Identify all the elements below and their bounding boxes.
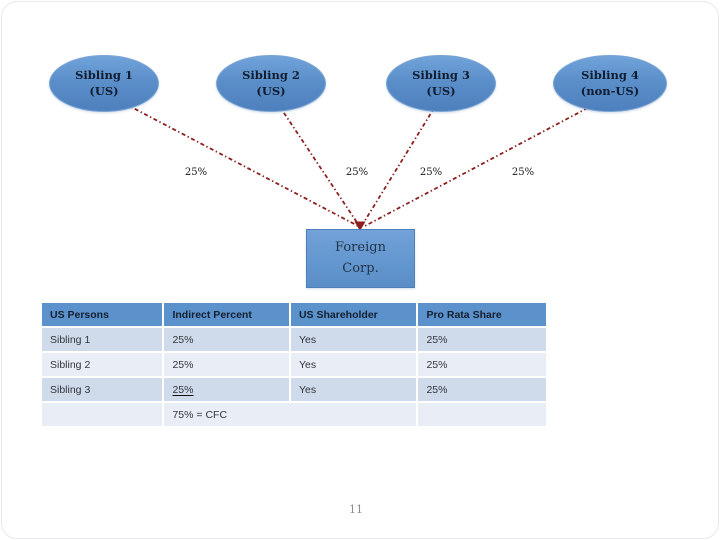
col-header-us-persons: US Persons [42,303,163,326]
shareholder-table: US Persons Indirect Percent US Sharehold… [40,301,548,428]
underlined-percent: 25% [172,383,194,396]
ownership-percent-label-1: 25% [184,167,208,178]
col-header-pro-rata-share: Pro Rata Share [418,303,546,326]
cell-us-shareholder: Yes [290,353,417,376]
cell-us-shareholder: Yes [290,378,417,401]
entity-sublabel: (US) [89,83,119,98]
arrowhead-icon [354,221,366,231]
entity-sublabel: (US) [426,83,456,98]
cell-pro-rata-share: 25% [418,328,546,351]
entity-label: Sibling 3 [412,68,470,83]
cell-cfc-total: 75% = CFC [164,403,417,426]
foreign-corp-label-line2: Corp. [342,260,379,276]
ownership-line-3 [360,104,437,228]
table-footer-row: 75% = CFC [42,403,546,426]
page-number: 11 [349,503,363,516]
cell-pro-rata-share: 25% [418,378,546,401]
entity-sublabel: (US) [256,83,286,98]
entity-ellipse-sibling3: Sibling 3 (US) [386,55,496,112]
entity-label: Sibling 2 [242,68,300,83]
ownership-line-2 [277,103,361,228]
entity-sublabel: (non-US) [580,83,640,98]
cell-empty [42,403,163,426]
cell-indirect-percent: 25% [164,378,289,401]
entity-label: Sibling 1 [75,68,133,83]
cell-person: Sibling 2 [42,353,163,376]
table-row: Sibling 1 25% Yes 25% [42,328,546,351]
cell-indirect-percent: 25% [164,328,289,351]
cell-indirect-percent: 25% [164,353,289,376]
entity-ellipse-sibling4: Sibling 4 (non-US) [553,55,667,112]
col-header-indirect-percent: Indirect Percent [164,303,289,326]
ownership-percent-label-4: 25% [511,167,535,178]
entity-ellipse-sibling1: Sibling 1 (US) [49,55,159,112]
entity-ellipse-sibling2: Sibling 2 (US) [216,55,326,112]
table-header-row: US Persons Indirect Percent US Sharehold… [42,303,546,326]
col-header-us-shareholder: US Shareholder [290,303,417,326]
ownership-percent-label-2: 25% [345,167,369,178]
foreign-corp-box: Foreign Corp. [306,229,415,288]
foreign-corp-label-line1: Foreign [335,239,386,255]
cell-pro-rata-share: 25% [418,353,546,376]
entity-label: Sibling 4 [581,68,639,83]
table-row: Sibling 3 25% Yes 25% [42,378,546,401]
cell-person: Sibling 3 [42,378,163,401]
ownership-percent-label-3: 25% [419,167,443,178]
ownership-line-1 [115,98,361,228]
table-row: Sibling 2 25% Yes 25% [42,353,546,376]
cell-us-shareholder: Yes [290,328,417,351]
cell-person: Sibling 1 [42,328,163,351]
cell-empty [418,403,546,426]
ownership-line-4 [362,102,598,228]
